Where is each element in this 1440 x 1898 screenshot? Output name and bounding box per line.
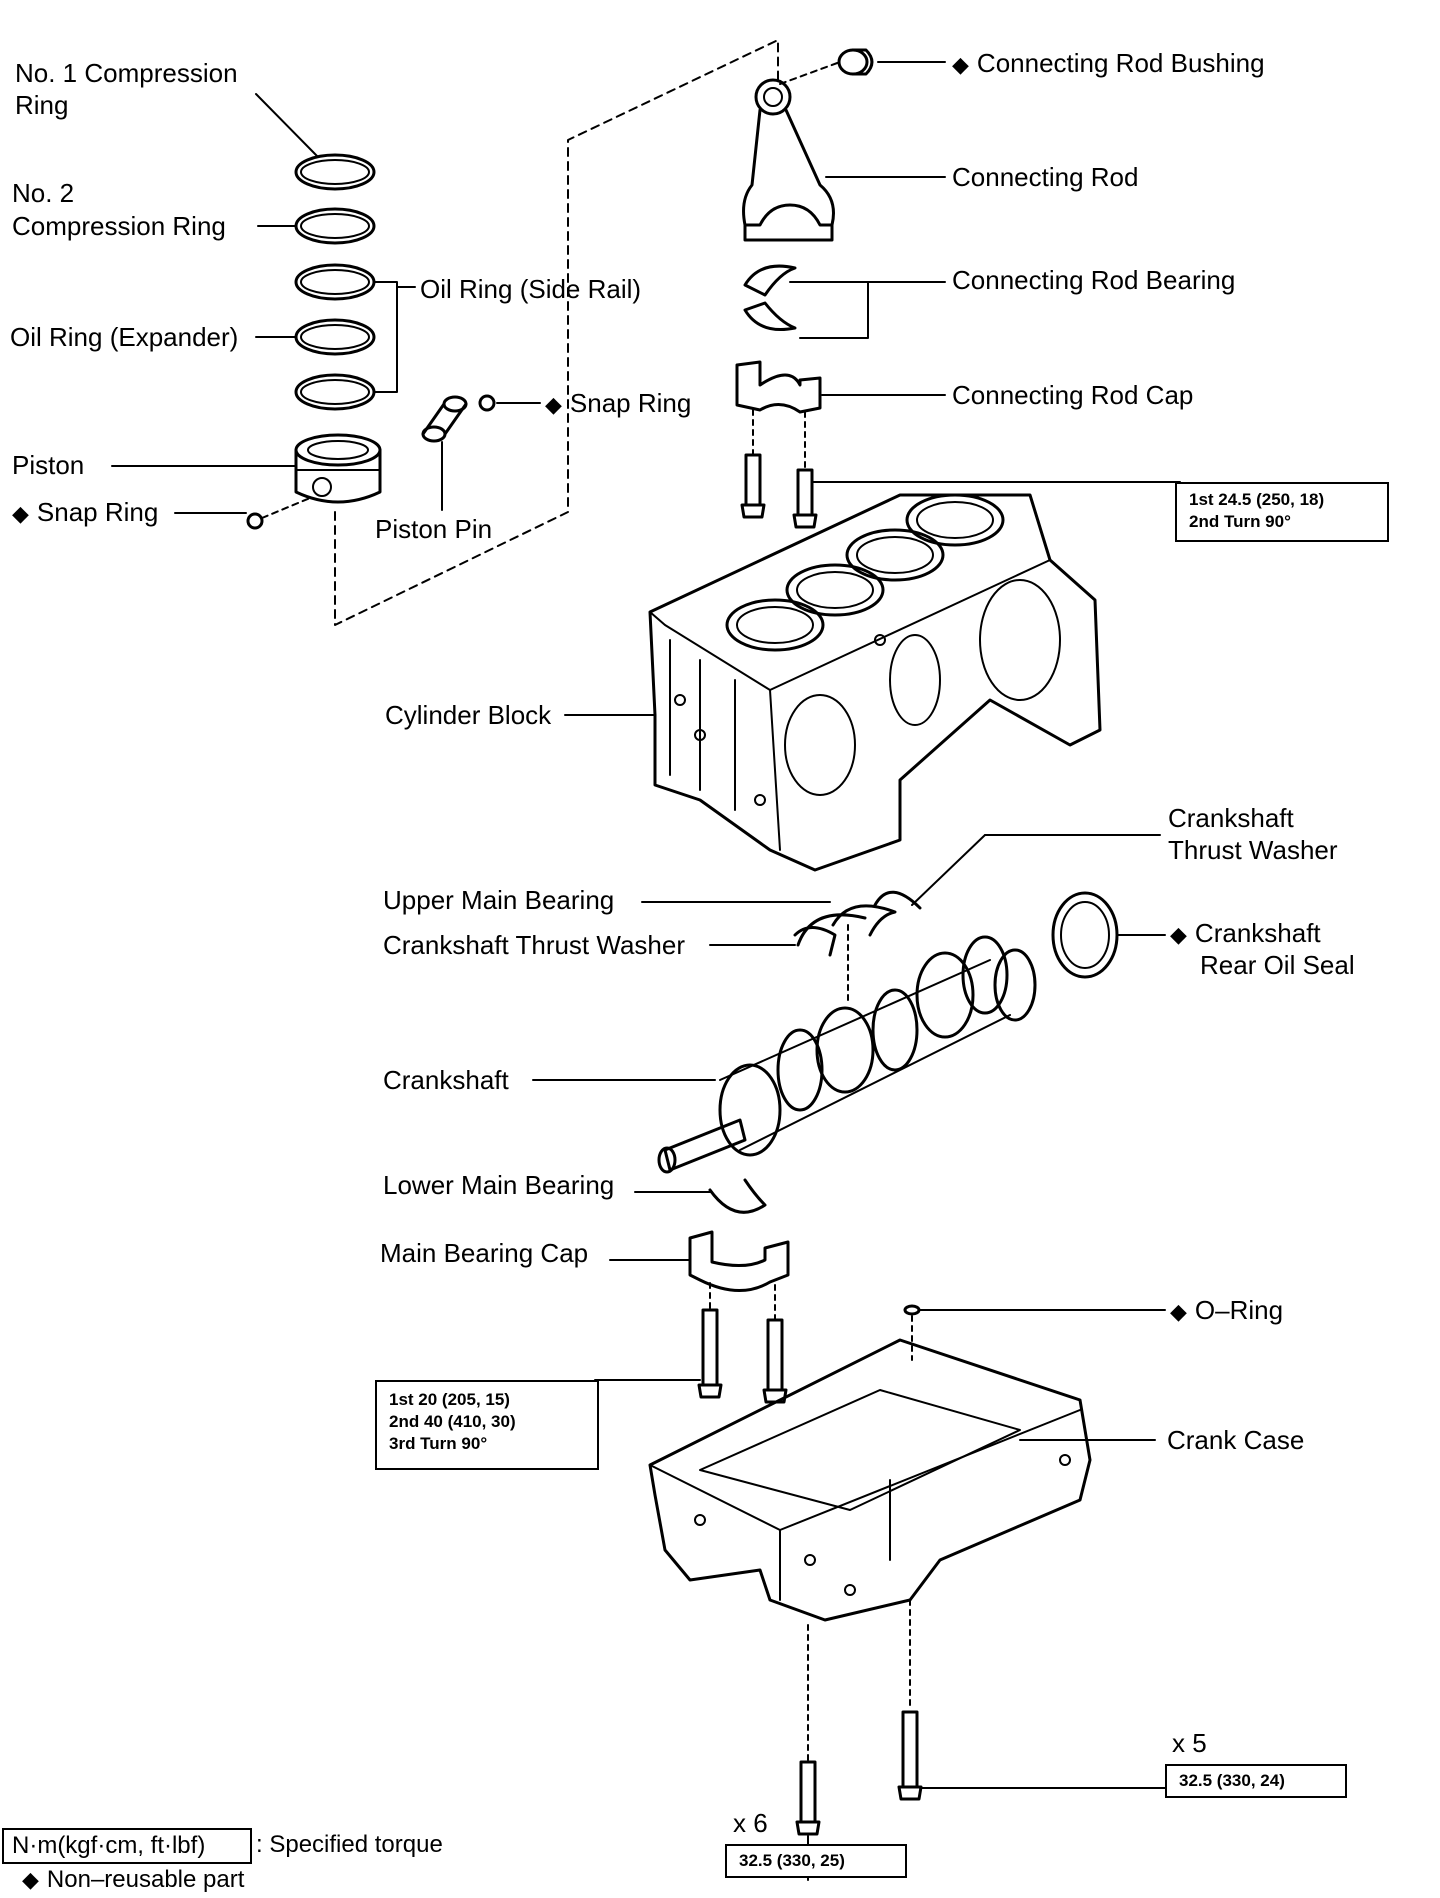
label-thrust-washer-right-a: Crankshaft (1168, 803, 1294, 833)
label-oil-ring-expander: Oil Ring (Expander) (10, 322, 239, 352)
main-bearing-cap-drawing (688, 1230, 790, 1292)
oil-ring-side-rail-lower (294, 373, 376, 411)
non-reusable-icon: ◆ (1170, 1299, 1187, 1324)
legend-unit-box: N·m(kgf·cm, ft·lbf) (2, 1828, 252, 1864)
cylinder-block-drawing (648, 493, 1102, 872)
rod-bolt-left (740, 453, 766, 519)
snap-ring-right-drawing (478, 394, 496, 412)
label-bolt-count-x5: x 5 (1172, 1728, 1207, 1758)
torque-box-rod-cap: 1st 24.5 (250, 18) 2nd Turn 90° (1175, 482, 1389, 542)
legend-specified-torque: : Specified torque (256, 1831, 443, 1858)
crankshaft-drawing (657, 935, 1037, 1174)
label-no1-compression-ring-a: No. 1 Compression (15, 58, 238, 88)
piston-drawing (294, 433, 382, 504)
label-no2-compression-ring-b: Compression Ring (12, 211, 226, 241)
label-connecting-rod-bushing: ◆Connecting Rod Bushing (952, 48, 1265, 78)
torque-box-case-x6: 32.5 (330, 25) (725, 1844, 907, 1878)
non-reusable-icon: ◆ (1170, 922, 1187, 947)
torque-case-x6: 32.5 (330, 25) (739, 1851, 845, 1870)
compression-ring-2 (294, 207, 376, 245)
torque-case-x5: 32.5 (330, 24) (1179, 1771, 1285, 1790)
label-cylinder-block: Cylinder Block (385, 700, 552, 730)
label-no2-compression-ring-a: No. 2 (12, 178, 75, 208)
label-connecting-rod-bearing: Connecting Rod Bearing (952, 265, 1236, 295)
rear-oil-seal-drawing (1051, 891, 1119, 979)
rod-bushing-drawing (837, 48, 874, 76)
label-rear-oil-seal-a: ◆Crankshaft (1170, 918, 1321, 948)
non-reusable-icon: ◆ (545, 392, 562, 417)
label-no1-compression-ring-b: Ring (15, 90, 69, 120)
torque-main-cap-2nd: 2nd 40 (410, 30) (389, 1412, 516, 1431)
label-snap-ring-left: ◆Snap Ring (12, 497, 159, 527)
snap-ring-left-drawing (246, 512, 264, 530)
thrust-washer-upper-right (873, 890, 922, 910)
connecting-rod-drawing (742, 78, 835, 242)
label-piston: Piston (12, 450, 85, 480)
label-snap-ring-right: ◆Snap Ring (545, 388, 692, 418)
label-oil-ring-side-rail: Oil Ring (Side Rail) (420, 274, 642, 304)
torque-box-case-x5: 32.5 (330, 24) (1165, 1764, 1347, 1798)
rod-bearing-lower-drawing (743, 301, 797, 331)
oil-ring-side-rail-upper (294, 263, 376, 301)
rod-bolt-right (792, 468, 818, 529)
upper-main-bearing-drawing (831, 904, 897, 937)
label-piston-pin: Piston Pin (375, 514, 493, 544)
case-bolt-x6 (795, 1760, 821, 1836)
o-ring-drawing (903, 1304, 921, 1316)
rod-cap-drawing (735, 360, 822, 414)
label-main-bearing-cap: Main Bearing Cap (380, 1238, 589, 1268)
label-upper-main-bearing: Upper Main Bearing (383, 885, 615, 915)
compression-ring-1 (294, 153, 376, 191)
label-connecting-rod: Connecting Rod (952, 162, 1139, 192)
lower-main-bearing-drawing (708, 1178, 767, 1214)
label-thrust-washer-left: Crankshaft Thrust Washer (383, 930, 685, 960)
non-reusable-icon: ◆ (12, 501, 29, 526)
torque-rod-cap-1st: 1st 24.5 (250, 18) (1189, 490, 1325, 509)
main-bolt-right (762, 1318, 788, 1404)
rod-bearing-upper-drawing (743, 264, 797, 297)
oil-ring-expander (294, 318, 376, 356)
label-lower-main-bearing: Lower Main Bearing (383, 1170, 615, 1200)
torque-rod-cap-2nd: 2nd Turn 90° (1189, 512, 1291, 531)
legend-non-reusable: ◆Non–reusable part (22, 1866, 245, 1893)
piston-pin-drawing (421, 395, 468, 443)
torque-main-cap-1st: 1st 20 (205, 15) (389, 1390, 510, 1409)
crank-case-drawing (648, 1338, 1092, 1622)
label-crank-case: Crank Case (1167, 1425, 1305, 1455)
label-connecting-rod-cap: Connecting Rod Cap (952, 380, 1194, 410)
thrust-washer-upper-left (796, 913, 867, 947)
case-bolt-x5 (897, 1710, 923, 1801)
thrust-washer-lower-left (793, 926, 837, 957)
label-crankshaft: Crankshaft (383, 1065, 509, 1095)
label-thrust-washer-right-b: Thrust Washer (1168, 835, 1338, 865)
non-reusable-icon: ◆ (22, 1867, 39, 1892)
torque-box-main-cap: 1st 20 (205, 15) 2nd 40 (410, 30) 3rd Tu… (375, 1380, 599, 1470)
non-reusable-icon: ◆ (952, 52, 969, 77)
torque-main-cap-3rd: 3rd Turn 90° (389, 1434, 488, 1453)
main-bolt-left (697, 1308, 723, 1399)
legend-unit-text: N·m(kgf·cm, ft·lbf) (12, 1832, 206, 1859)
label-rear-oil-seal-b: Rear Oil Seal (1200, 950, 1355, 980)
label-bolt-count-x6: x 6 (733, 1808, 768, 1838)
label-o-ring: ◆O–Ring (1170, 1295, 1284, 1325)
